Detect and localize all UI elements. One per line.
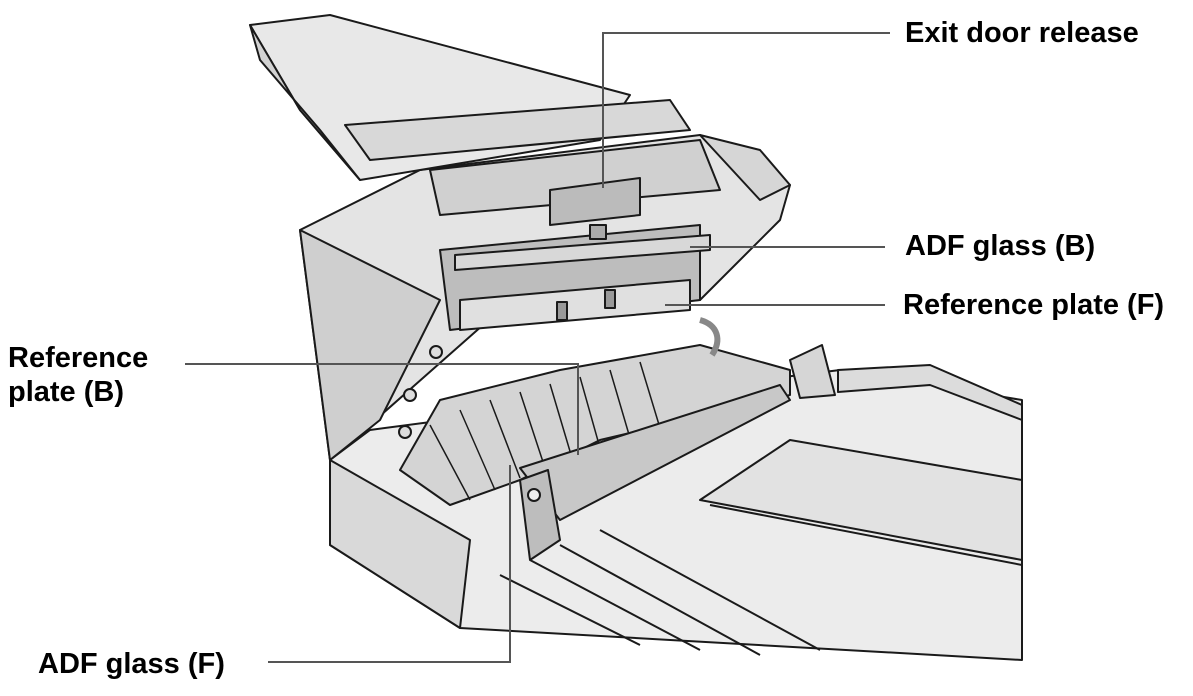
adf-lid bbox=[299, 134, 791, 461]
leader-adf-glass-f bbox=[268, 465, 511, 663]
side-rollers bbox=[398, 345, 443, 439]
leader-reference-plate-b bbox=[185, 363, 579, 455]
label-reference-plate-b-line2: plate (B) bbox=[8, 376, 124, 408]
lid-hinge bbox=[698, 134, 791, 357]
label-reference-plate-f: Reference plate (F) bbox=[903, 289, 1165, 321]
label-adf-glass-b: ADF glass (B) bbox=[905, 230, 1096, 262]
label-reference-plate-b: Reference plate (B) bbox=[8, 341, 148, 409]
adf-paper-path bbox=[399, 344, 836, 561]
label-exit-door-release: Exit door release bbox=[905, 17, 1139, 49]
leader-exit-door-release bbox=[602, 32, 890, 188]
label-adf-glass-f: ADF glass (F) bbox=[38, 648, 225, 680]
label-reference-plate-b-line1: Reference bbox=[8, 342, 149, 374]
